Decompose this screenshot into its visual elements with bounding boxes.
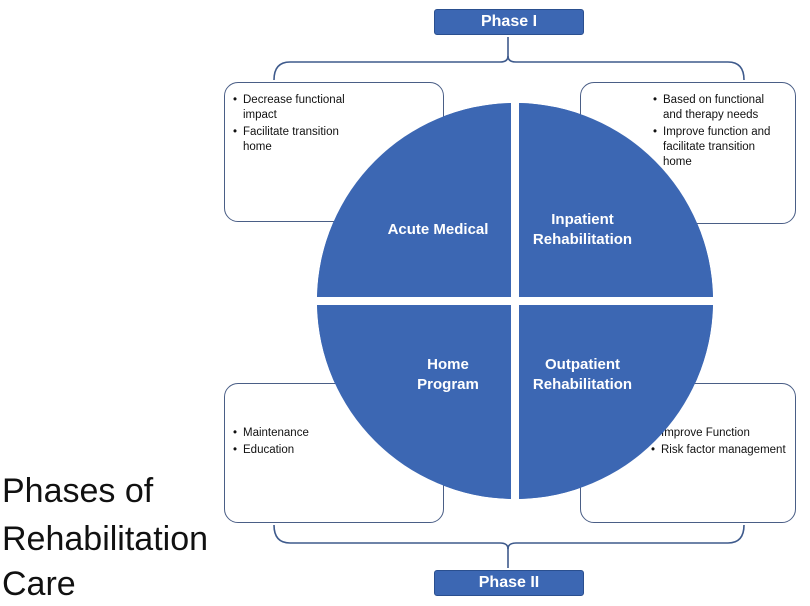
label-line: Rehabilitation (532, 376, 633, 393)
label-line: Outpatient (545, 356, 620, 373)
label-inpatient-rehabilitation: Inpatient Rehabilitation (515, 210, 650, 250)
phase-1-label: Phase I (434, 9, 584, 35)
label-line: Rehabilitation (532, 231, 633, 248)
note-item: Based on functional and therapy needs (653, 93, 783, 123)
label-outpatient-rehabilitation: Outpatient Rehabilitation (515, 355, 650, 395)
title-line-2: Rehabilitation (2, 520, 209, 558)
label-home-program: Home Program (388, 355, 508, 395)
bottom-bracket (273, 524, 745, 568)
title-line-3: Care (2, 565, 76, 603)
label-acute-medical: Acute Medical (368, 220, 508, 240)
note-item: Facilitate transition home (233, 125, 361, 155)
note-item: Education (233, 443, 361, 458)
phase-2-label: Phase II (434, 570, 584, 596)
note-item: Risk factor management (651, 443, 787, 458)
top-bracket (273, 37, 745, 81)
label-line: Acute Medical (387, 221, 489, 238)
note-item: Improve function and facilitate transiti… (653, 125, 783, 170)
label-line: Home (427, 356, 469, 373)
label-line: Program (417, 376, 479, 393)
note-item: Decrease functional impact (233, 93, 361, 123)
title-line-1: Phases of (2, 472, 154, 510)
note-item: Maintenance (233, 426, 361, 441)
label-line: Inpatient (551, 211, 614, 228)
